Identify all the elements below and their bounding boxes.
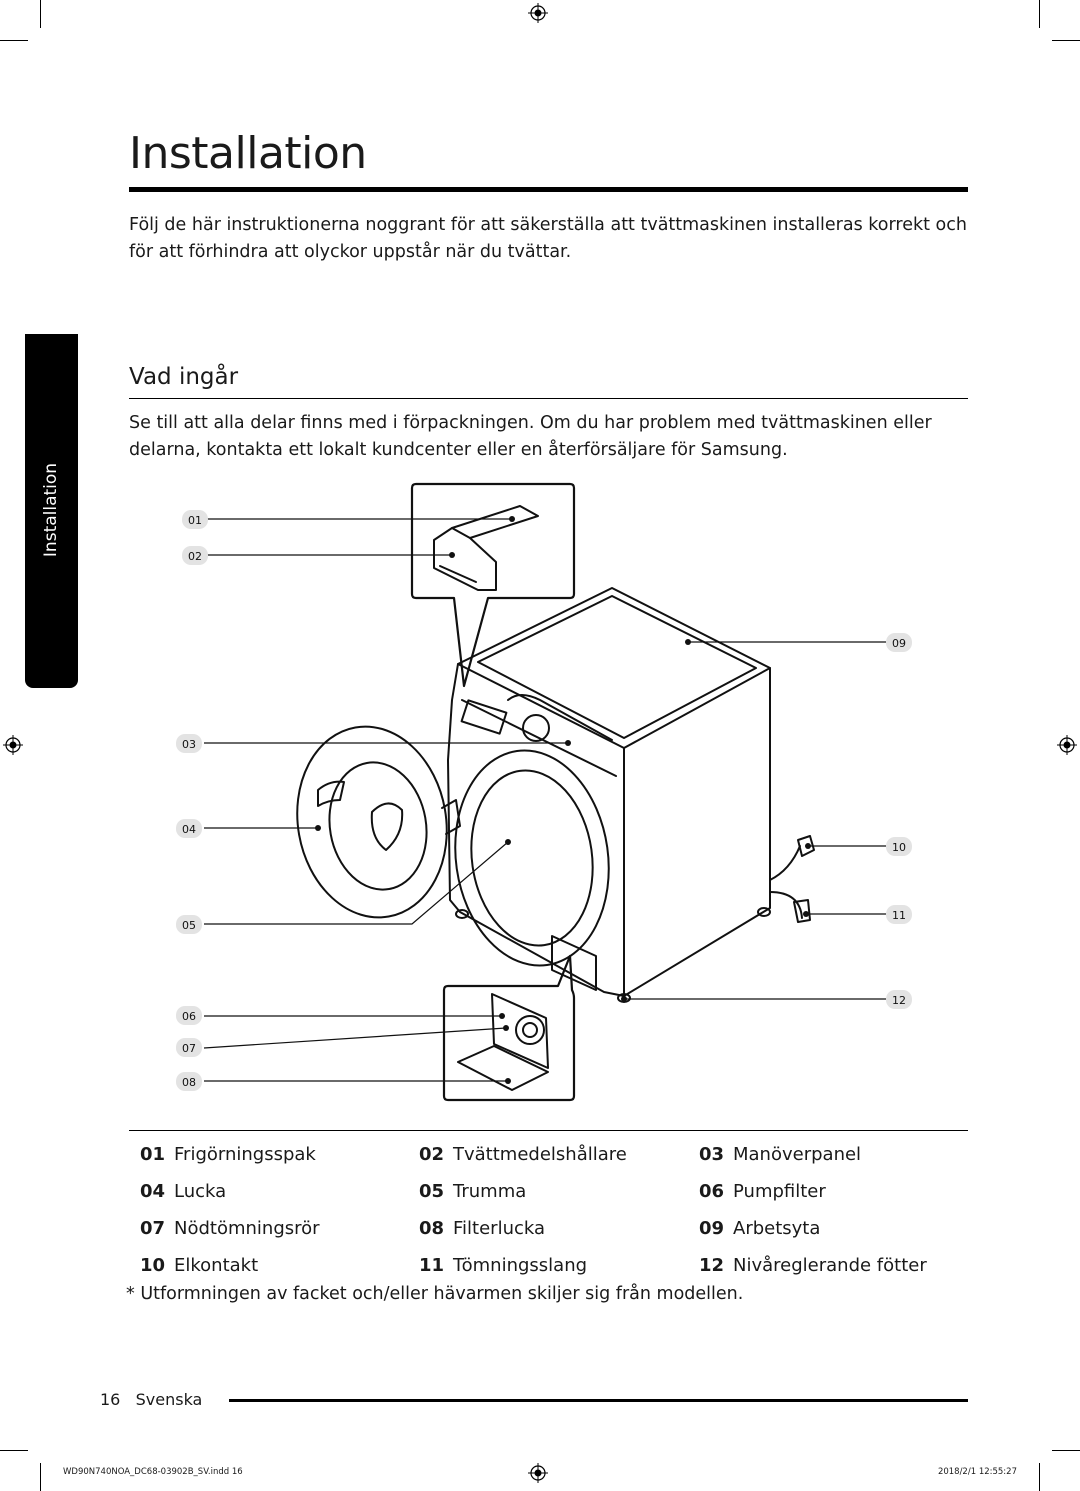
svg-text:07: 07	[182, 1042, 196, 1055]
svg-text:03: 03	[182, 738, 196, 751]
language-label: Svenska	[135, 1390, 203, 1409]
svg-text:11: 11	[892, 909, 906, 922]
svg-text:05: 05	[182, 919, 196, 932]
page-number: 16	[100, 1390, 121, 1409]
callout-05: 05	[176, 915, 202, 934]
callout-02: 02	[182, 546, 208, 565]
crop-mark	[1039, 1463, 1040, 1491]
crop-mark	[0, 40, 28, 41]
crop-mark	[1052, 40, 1080, 41]
svg-text:10: 10	[892, 841, 906, 854]
section-title: Vad ingår	[129, 364, 239, 390]
registration-mark-icon	[3, 735, 23, 755]
svg-text:09: 09	[892, 637, 906, 650]
intro-paragraph: Följ de här instruktionerna noggrant för…	[129, 215, 967, 262]
crop-mark	[1039, 0, 1040, 28]
callout-09: 09	[886, 633, 912, 652]
section-paragraph: Se till att alla delar finns med i förpa…	[129, 413, 932, 460]
callout-11: 11	[886, 905, 912, 924]
svg-text:08: 08	[182, 1076, 196, 1089]
page-title: Installation	[129, 128, 367, 179]
crop-mark	[40, 0, 41, 28]
callout-03: 03	[176, 734, 202, 753]
svg-text:06: 06	[182, 1010, 196, 1023]
footer-divider	[229, 1399, 968, 1402]
side-tab	[25, 334, 78, 688]
callout-10: 10	[886, 837, 912, 856]
callout-04: 04	[176, 819, 202, 838]
callout-06: 06	[176, 1006, 202, 1025]
callout-01: 01	[182, 510, 208, 529]
svg-text:04: 04	[182, 823, 196, 836]
parts-list-divider	[129, 1130, 968, 1131]
section-divider	[129, 398, 968, 399]
svg-text:12: 12	[892, 994, 906, 1007]
washing-machine-diagram: 01 02 03 04 05 06 07 08 09 10 11 12	[176, 482, 912, 1102]
registration-mark-icon	[528, 3, 548, 23]
callout-08: 08	[176, 1072, 202, 1091]
print-date-slug: 2018/2/1 12:55:27	[937, 1467, 1017, 1477]
page-footer-label: 16 Svenska	[100, 1390, 202, 1409]
crop-mark	[0, 1450, 28, 1451]
svg-text:01: 01	[188, 514, 202, 527]
crop-mark	[1052, 1450, 1080, 1451]
registration-mark-icon	[1057, 735, 1077, 755]
registration-mark-icon	[528, 1463, 548, 1483]
callout-07: 07	[176, 1038, 202, 1057]
footnote: * Utformningen av facket och/eller hävar…	[126, 1284, 744, 1304]
crop-mark	[40, 1463, 41, 1491]
callout-12: 12	[886, 990, 912, 1009]
title-divider	[129, 187, 968, 192]
svg-text:02: 02	[188, 550, 202, 563]
indd-file-slug: WD90N740NOA_DC68-03902B_SV.indd 16	[63, 1467, 243, 1477]
